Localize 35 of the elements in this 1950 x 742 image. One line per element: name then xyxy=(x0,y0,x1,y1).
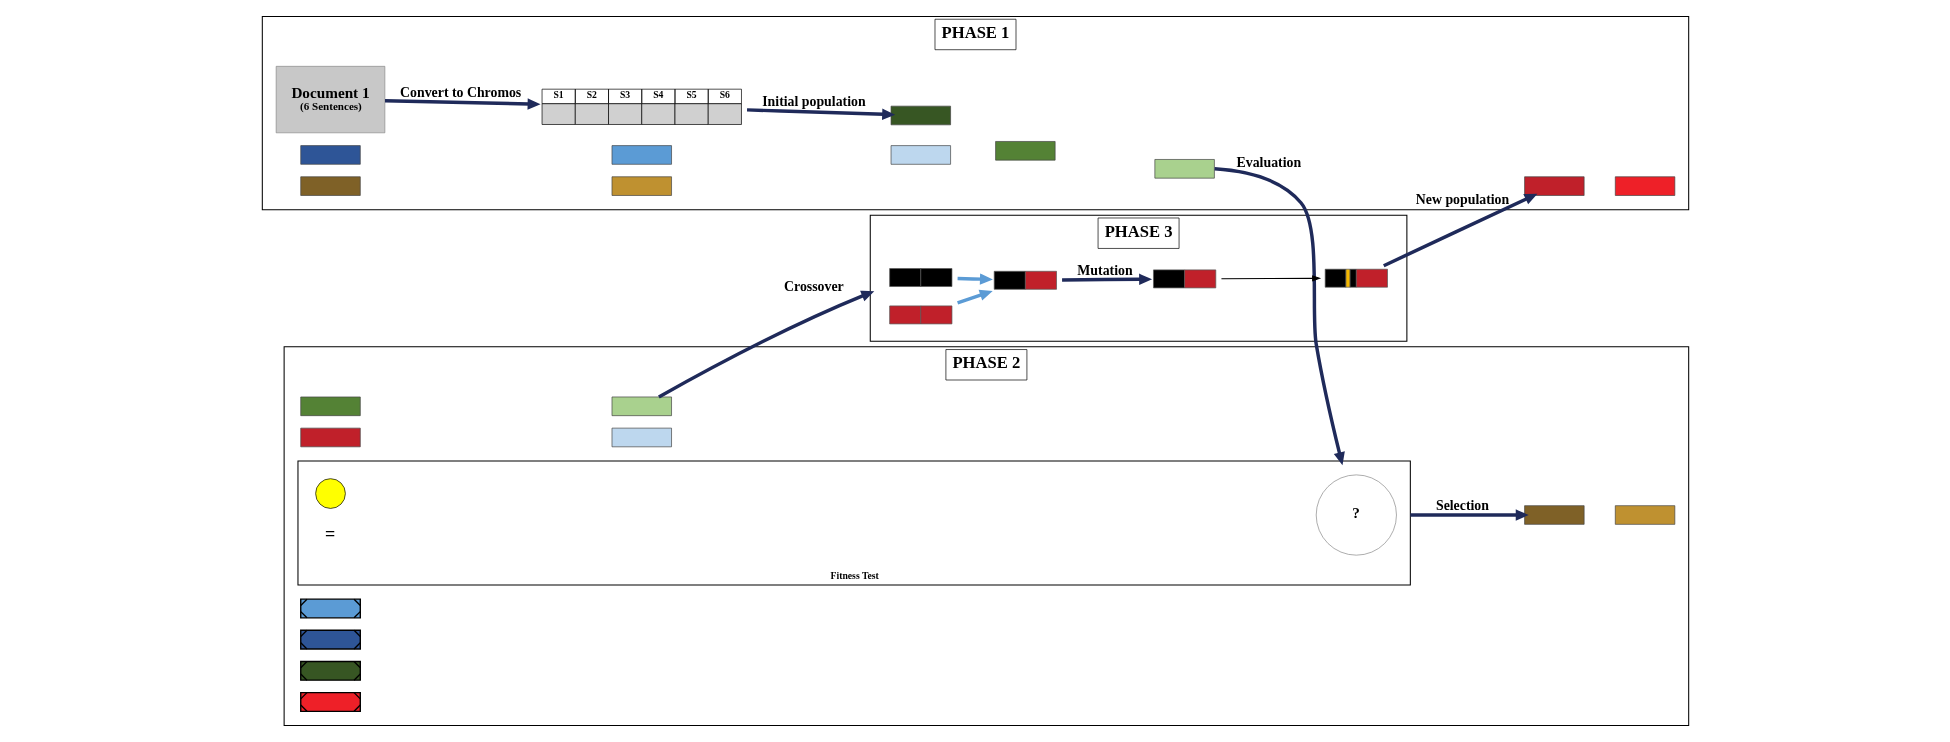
node-bar xyxy=(299,176,361,196)
arrow xyxy=(1220,275,1321,282)
node-bar xyxy=(1523,505,1584,525)
label: = xyxy=(324,524,335,545)
arrow xyxy=(746,108,895,120)
arrow xyxy=(384,98,541,110)
node-bar xyxy=(994,141,1055,161)
node-bar xyxy=(1523,176,1584,196)
node-bar xyxy=(611,176,672,196)
edge-label: New population xyxy=(1415,192,1509,208)
node-bar xyxy=(611,145,672,165)
arrow xyxy=(957,273,993,285)
node-bar xyxy=(299,396,361,416)
node-circle xyxy=(314,478,346,509)
arrow xyxy=(657,290,874,399)
node-bar xyxy=(1154,159,1215,179)
node-bar xyxy=(611,427,672,448)
node-bar xyxy=(611,396,672,416)
arrow xyxy=(1061,273,1152,285)
edge-label: Mutation xyxy=(1076,262,1133,278)
node-bar xyxy=(299,145,361,165)
node-bar xyxy=(890,105,951,126)
arrow xyxy=(1409,509,1529,521)
node-bar xyxy=(1614,176,1675,196)
edge-label: Crossover xyxy=(783,278,844,294)
edge-label: Initial population xyxy=(761,93,866,109)
edge-label: Convert to Chromos xyxy=(399,84,521,100)
edge-label: Evaluation xyxy=(1236,155,1301,171)
arrow xyxy=(956,289,993,305)
node-bar xyxy=(890,145,951,165)
edge-label: Selection xyxy=(1435,498,1489,514)
node-box: Document 1 (6 Sentences) xyxy=(275,66,385,134)
node-circle: ? xyxy=(1315,474,1397,556)
node-bar xyxy=(1614,505,1675,525)
node-bar xyxy=(299,427,361,448)
